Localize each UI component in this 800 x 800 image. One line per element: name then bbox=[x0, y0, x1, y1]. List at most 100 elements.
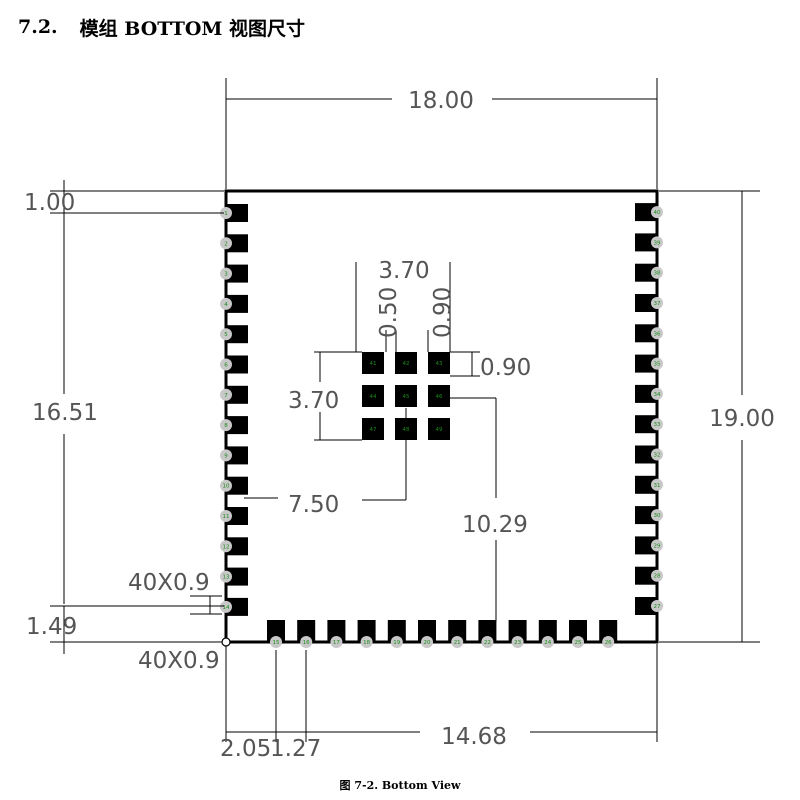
pin-pad: 4 bbox=[220, 294, 248, 313]
pin-pad: 10 bbox=[220, 476, 248, 495]
pad bbox=[635, 536, 657, 555]
pad bbox=[357, 620, 376, 642]
pin-pad: 22 bbox=[478, 620, 497, 648]
dim-bottom-first-offset: 2.05 bbox=[220, 736, 271, 762]
pin-number: 37 bbox=[654, 301, 661, 307]
pin-pad: 2 bbox=[220, 234, 248, 253]
pad bbox=[226, 567, 248, 586]
pin-number: 1 bbox=[224, 211, 228, 217]
dim-pad-size-left: 40X0.9 bbox=[128, 570, 210, 596]
pin-number: 16 bbox=[303, 640, 310, 646]
dim-module-width: 18.00 bbox=[408, 88, 474, 114]
pin-pad: 13 bbox=[220, 567, 248, 586]
dim-bottom-pitch: 1.27 bbox=[270, 736, 321, 762]
pin-marker bbox=[220, 449, 232, 462]
pin-marker bbox=[651, 297, 663, 309]
pin-number: 27 bbox=[654, 604, 661, 610]
pin-pad: 5 bbox=[220, 325, 248, 344]
pad bbox=[226, 325, 248, 344]
pin-number: 28 bbox=[654, 574, 661, 580]
pin-number: 35 bbox=[654, 362, 661, 368]
pad bbox=[635, 445, 657, 464]
dim-center-pad-side: 0.90 bbox=[480, 355, 531, 381]
center-pad: 41 bbox=[362, 352, 384, 374]
pin-number: 26 bbox=[605, 640, 612, 646]
pad bbox=[428, 352, 450, 374]
pin-pad: 28 bbox=[635, 566, 663, 585]
pad bbox=[226, 234, 248, 253]
pad bbox=[448, 620, 467, 642]
pad bbox=[226, 416, 248, 435]
pad bbox=[226, 385, 248, 404]
pin-pad: 36 bbox=[635, 324, 663, 343]
pad bbox=[635, 263, 657, 282]
pad bbox=[508, 620, 527, 642]
pad bbox=[226, 476, 248, 495]
dim-center-y-offset: 10.29 bbox=[462, 512, 528, 538]
pin-marker bbox=[220, 510, 232, 522]
pad bbox=[362, 385, 384, 407]
pin-pad: 9 bbox=[220, 446, 248, 465]
pin-marker bbox=[270, 636, 282, 648]
pin-marker bbox=[651, 206, 663, 219]
pin-pad: 6 bbox=[220, 355, 248, 374]
pad bbox=[226, 597, 248, 616]
pin-number: 3 bbox=[224, 272, 228, 278]
center-pad: 42 bbox=[395, 352, 417, 374]
pin-pad: 39 bbox=[635, 233, 663, 252]
pin-number: 47 bbox=[370, 427, 377, 433]
pin-marker bbox=[651, 448, 663, 461]
pin-number: 36 bbox=[654, 331, 661, 337]
dim-bottom-offset: 1.49 bbox=[26, 614, 77, 640]
center-pad: 44 bbox=[362, 385, 384, 407]
pin-pad: 32 bbox=[635, 445, 663, 464]
pin-pad: 34 bbox=[635, 384, 663, 403]
pin-marker bbox=[651, 539, 663, 552]
pin-pad: 37 bbox=[635, 294, 663, 312]
dim-bottom-pin-span: 14.68 bbox=[441, 724, 507, 750]
pin-marker bbox=[220, 297, 232, 310]
pin-marker bbox=[220, 267, 232, 280]
pin-marker bbox=[651, 600, 663, 612]
pin-marker bbox=[421, 636, 433, 648]
pin-number: 13 bbox=[223, 575, 230, 581]
pin-number: 9 bbox=[224, 453, 228, 459]
pin-pad: 31 bbox=[635, 475, 663, 494]
pin-number: 21 bbox=[454, 640, 461, 646]
pad bbox=[635, 506, 657, 525]
pin-pad: 26 bbox=[599, 620, 618, 648]
center-pad: 47 bbox=[362, 418, 384, 440]
dim-center-grid-vertical: 3.70 bbox=[288, 388, 339, 414]
pin-marker bbox=[220, 388, 232, 401]
pin-number: 43 bbox=[436, 361, 443, 367]
pad bbox=[226, 204, 248, 222]
pin-number: 45 bbox=[403, 394, 410, 400]
pin-number: 40 bbox=[654, 210, 661, 216]
pin-number: 11 bbox=[223, 514, 230, 520]
origin-marker bbox=[221, 637, 231, 647]
pin-marker bbox=[572, 636, 584, 648]
center-pad: 46 bbox=[428, 385, 450, 407]
section-heading: 7.2. 模组 BOTTOM 视图尺寸 bbox=[18, 10, 305, 44]
center-pad: 49 bbox=[428, 418, 450, 440]
pad bbox=[635, 324, 657, 343]
pin-pad: 14 bbox=[220, 597, 248, 616]
pad bbox=[635, 294, 657, 312]
pin-number: 8 bbox=[224, 423, 228, 429]
pin-number: 6 bbox=[224, 363, 228, 369]
figure-caption: 图 7-2. Bottom View bbox=[339, 779, 461, 792]
dim-center-pad: 0.90 bbox=[430, 287, 456, 338]
pin-number: 44 bbox=[370, 394, 377, 400]
pad bbox=[428, 418, 450, 440]
pad bbox=[297, 620, 316, 642]
pin-number: 32 bbox=[654, 453, 661, 459]
pad bbox=[478, 620, 497, 642]
pin-number: 19 bbox=[393, 640, 400, 646]
pin-marker bbox=[390, 636, 403, 648]
pad bbox=[362, 352, 384, 374]
pad bbox=[226, 537, 248, 556]
pin-number: 29 bbox=[654, 543, 661, 549]
